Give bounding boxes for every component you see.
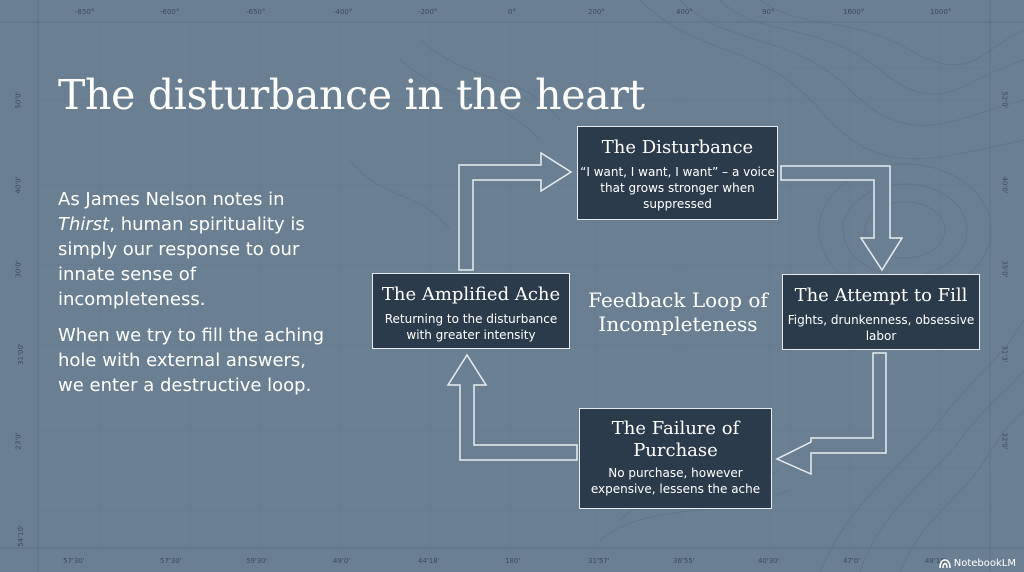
bottom-coord: 57'30' (160, 557, 182, 565)
arrow-failure-to-ache (446, 353, 578, 461)
node-description: Returning to the disturbance with greate… (384, 312, 558, 342)
node-title: The Amplified Ache (381, 284, 561, 305)
bottom-coord: 49'0' (333, 557, 351, 565)
top-coord: 200° (588, 8, 605, 16)
bottom-coord: 180' (505, 557, 521, 565)
loop-center-label: Feedback Loop of Incompleteness (588, 288, 768, 336)
bottom-coord: 44'18' (418, 557, 440, 565)
top-coord: 1600° (843, 8, 865, 16)
top-coord: 0° (508, 8, 516, 16)
book-title: Thirst (58, 214, 110, 235)
top-coord: -850° (75, 8, 95, 16)
bottom-coord: 40'30' (758, 557, 780, 565)
top-coord: -200° (418, 8, 438, 16)
top-coord: -650° (246, 8, 266, 16)
node-title: The Attempt to Fill (794, 285, 968, 306)
intro-paragraph: As James Nelson notes in Thirst, human s… (58, 187, 328, 312)
node-title: The Disturbance (601, 137, 754, 158)
node-ache: The Amplified Ache Returning to the dist… (372, 273, 570, 349)
bottom-coord: 36'55' (673, 557, 695, 565)
top-coord: -400° (333, 8, 353, 16)
node-title: The Failure of Purchase (611, 418, 740, 461)
bottom-coord: 48'15' (925, 557, 947, 565)
bottom-coord: 59'30' (246, 557, 268, 565)
bottom-coord: 31'57' (588, 557, 610, 565)
top-coord: 1000° (930, 8, 952, 16)
notebooklm-logo-icon (938, 558, 951, 568)
node-description: “I want, I want, I want” – a voice that … (580, 165, 775, 211)
node-description: Fights, drunkenness, obsessive labor (787, 313, 975, 343)
arrow-attempt-to-failure (775, 352, 887, 476)
bottom-coord: 47'0' (843, 557, 861, 565)
node-description: No purchase, however expensive, lessens … (590, 466, 761, 496)
notebooklm-branding: NotebookLM (938, 558, 1016, 569)
arrow-disturbance-to-attempt (780, 165, 904, 272)
loop-paragraph: When we try to fill the aching hole with… (58, 325, 325, 396)
bottom-coord: 57'30' (63, 557, 85, 565)
node-failure: The Failure of Purchase No purchase, how… (579, 408, 772, 509)
top-coord: 90° (762, 8, 775, 16)
node-attempt: The Attempt to Fill Fights, drunkenness,… (782, 274, 980, 350)
top-coord: -600° (160, 8, 180, 16)
intro-text-start: As James Nelson notes in (58, 189, 285, 210)
top-coord: 400° (676, 8, 693, 16)
node-disturbance: The Disturbance “I want, I want, I want”… (577, 126, 778, 220)
arrow-ache-to-disturbance (458, 151, 573, 271)
intro-text-end: , human spirituality is simply our respo… (58, 214, 305, 310)
slide-title: The disturbance in the heart (58, 71, 645, 120)
brand-label: NotebookLM (953, 558, 1016, 569)
